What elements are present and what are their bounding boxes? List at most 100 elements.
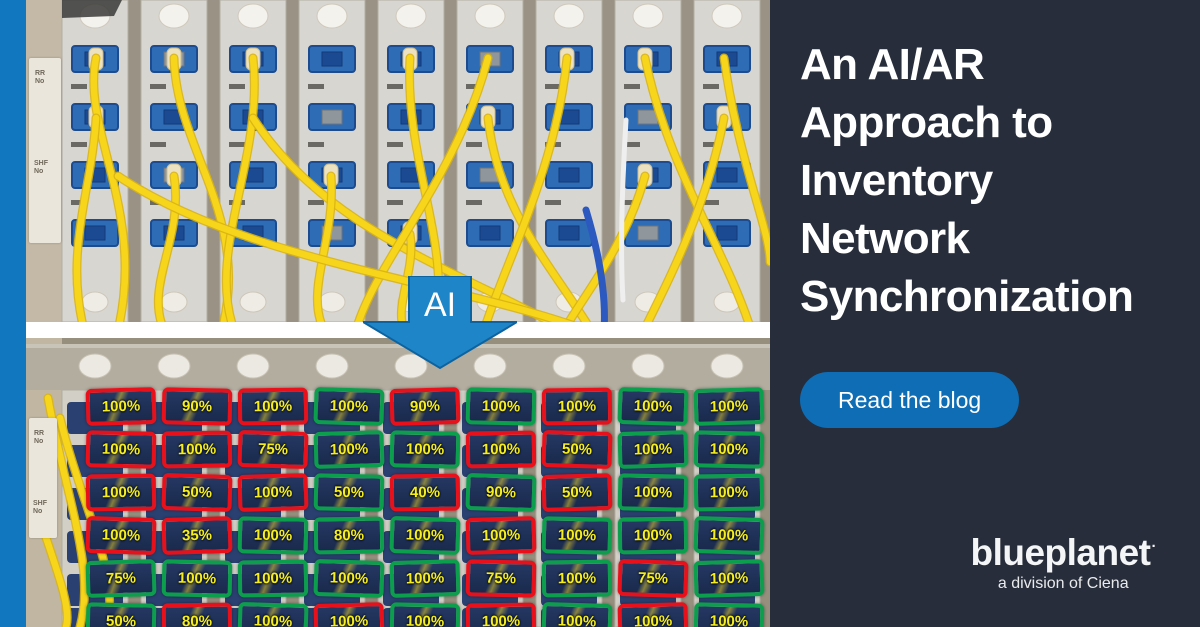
ar-badge: 100% <box>389 515 461 556</box>
ar-badge: 50% <box>313 473 385 512</box>
panel-label-card <box>29 418 57 538</box>
ar-badge-value: 100% <box>709 569 749 588</box>
ar-badge-value: 100% <box>709 483 749 502</box>
panel-label-card <box>29 58 61 243</box>
ar-badge-value: 100% <box>633 612 673 627</box>
ar-badge: 50% <box>161 472 233 513</box>
ar-badge: 100% <box>237 387 309 426</box>
ar-badge: 90% <box>465 472 537 513</box>
ar-badge: 100% <box>465 387 537 426</box>
ar-badge: 100% <box>465 516 537 555</box>
ar-badge: 100% <box>313 602 385 627</box>
patch-panel-photo-after-ar: RR No SHF No 100%90%100%100%90%100%100%1… <box>26 338 770 627</box>
ar-badge: 100% <box>465 602 537 627</box>
ai-arrow-label: AI <box>424 286 456 324</box>
fiber-panel-graphic-top <box>26 0 770 322</box>
panel-label-rr: RR No <box>35 70 46 85</box>
ar-badge: 50% <box>541 429 613 470</box>
ar-badge: 100% <box>617 473 689 512</box>
ar-badge: 50% <box>541 473 613 512</box>
ar-badge-value: 100% <box>177 440 217 459</box>
ar-badge: 100% <box>617 602 689 627</box>
ar-badge: 100% <box>237 516 309 555</box>
ar-badge: 90% <box>389 387 461 426</box>
ar-badge: 100% <box>161 559 233 598</box>
ar-badge: 35% <box>161 516 233 555</box>
ar-badge: 100% <box>85 430 157 469</box>
panel-label-shf: SHF No <box>33 500 47 515</box>
ar-badge-value: 100% <box>633 440 673 459</box>
ar-badge: 100% <box>237 559 309 598</box>
title-line: Network <box>800 214 970 263</box>
ar-badge: 100% <box>541 559 613 598</box>
ar-badge-value: 100% <box>253 483 293 502</box>
ar-badge-value: 100% <box>481 526 521 545</box>
ar-badge-value: 100% <box>481 440 521 459</box>
ar-badge-value: 35% <box>181 526 213 545</box>
ar-badge: 100% <box>389 559 461 598</box>
blueplanet-logo: blueplanet· a division of Ciena <box>970 528 1156 593</box>
title-line: Synchronization <box>800 272 1134 321</box>
ar-badge-value: 100% <box>405 526 445 545</box>
left-accent-stripe <box>0 0 26 627</box>
ar-badge: 100% <box>693 515 765 556</box>
title-line: Approach to <box>800 98 1053 147</box>
ar-badge-value: 100% <box>329 612 369 627</box>
patch-panel-photo-before: RR No SHF No <box>26 0 770 322</box>
patch-panel-illustration: RR No SHF No RR No SHF No 100%90%100%100… <box>26 0 770 627</box>
ar-badge-value: 75% <box>637 569 669 588</box>
ar-badge-value: 100% <box>405 612 445 627</box>
ar-badge: 100% <box>541 516 613 555</box>
ar-badge-value: 100% <box>101 483 141 502</box>
ar-badge-value: 100% <box>253 569 293 588</box>
ar-badge-value: 100% <box>557 397 597 416</box>
ar-badge-value: 100% <box>633 526 673 545</box>
ar-badge: 100% <box>465 430 537 469</box>
ar-badge: 100% <box>541 387 613 426</box>
ar-badge-value: 75% <box>257 440 289 459</box>
title-line: Inventory <box>800 156 993 205</box>
ar-badge: 80% <box>161 602 233 627</box>
ar-badge-value: 100% <box>481 397 521 416</box>
down-arrow-icon <box>363 276 517 370</box>
ar-badge-value: 100% <box>557 569 597 588</box>
panel-label-shf: SHF No <box>34 160 48 175</box>
right-panel: An AI/AR Approach to Inventory Network S… <box>770 0 1200 627</box>
ar-badge-value: 100% <box>557 526 597 545</box>
ar-grid: 100%90%100%100%90%100%100%100%100%100%10… <box>85 386 765 627</box>
ar-badge-value: 100% <box>557 612 597 627</box>
ar-badge-value: 75% <box>485 569 517 588</box>
ar-badge: 100% <box>313 386 385 427</box>
ar-badge: 100% <box>161 430 233 469</box>
ar-badge: 100% <box>389 602 461 627</box>
ar-badge-value: 100% <box>101 440 141 459</box>
ar-badge-value: 90% <box>485 483 517 502</box>
ar-badge-value: 80% <box>333 526 365 545</box>
ar-badge-value: 75% <box>105 569 137 588</box>
ar-badge-value: 100% <box>709 397 749 416</box>
ar-badge-value: 90% <box>181 397 213 416</box>
ar-badge-value: 100% <box>405 569 445 588</box>
ar-badge-value: 50% <box>333 483 365 502</box>
title-line: An AI/AR <box>800 40 985 89</box>
ar-badge: 100% <box>693 559 765 598</box>
ar-badge: 100% <box>617 386 689 427</box>
ar-badge-value: 50% <box>105 612 137 627</box>
ai-down-arrow: AI <box>363 276 517 370</box>
ar-badge: 100% <box>693 473 765 512</box>
page-title: An AI/AR Approach to Inventory Network S… <box>800 36 1176 326</box>
ar-badge-value: 50% <box>561 440 593 459</box>
ar-badge: 75% <box>617 558 689 599</box>
ar-badge: 100% <box>237 473 309 512</box>
ar-badge-value: 100% <box>101 397 141 416</box>
ar-badge-value: 40% <box>409 483 441 502</box>
ar-badge: 75% <box>465 559 537 598</box>
ar-badge-value: 100% <box>633 483 673 502</box>
read-the-blog-button[interactable]: Read the blog <box>800 372 1020 428</box>
ar-badge-value: 80% <box>181 612 213 627</box>
ar-badge: 80% <box>313 516 385 555</box>
ar-badge-value: 100% <box>329 440 369 459</box>
ar-badge: 100% <box>693 387 765 426</box>
ar-badge-value: 100% <box>709 440 749 459</box>
ar-badge-value: 100% <box>709 612 749 627</box>
